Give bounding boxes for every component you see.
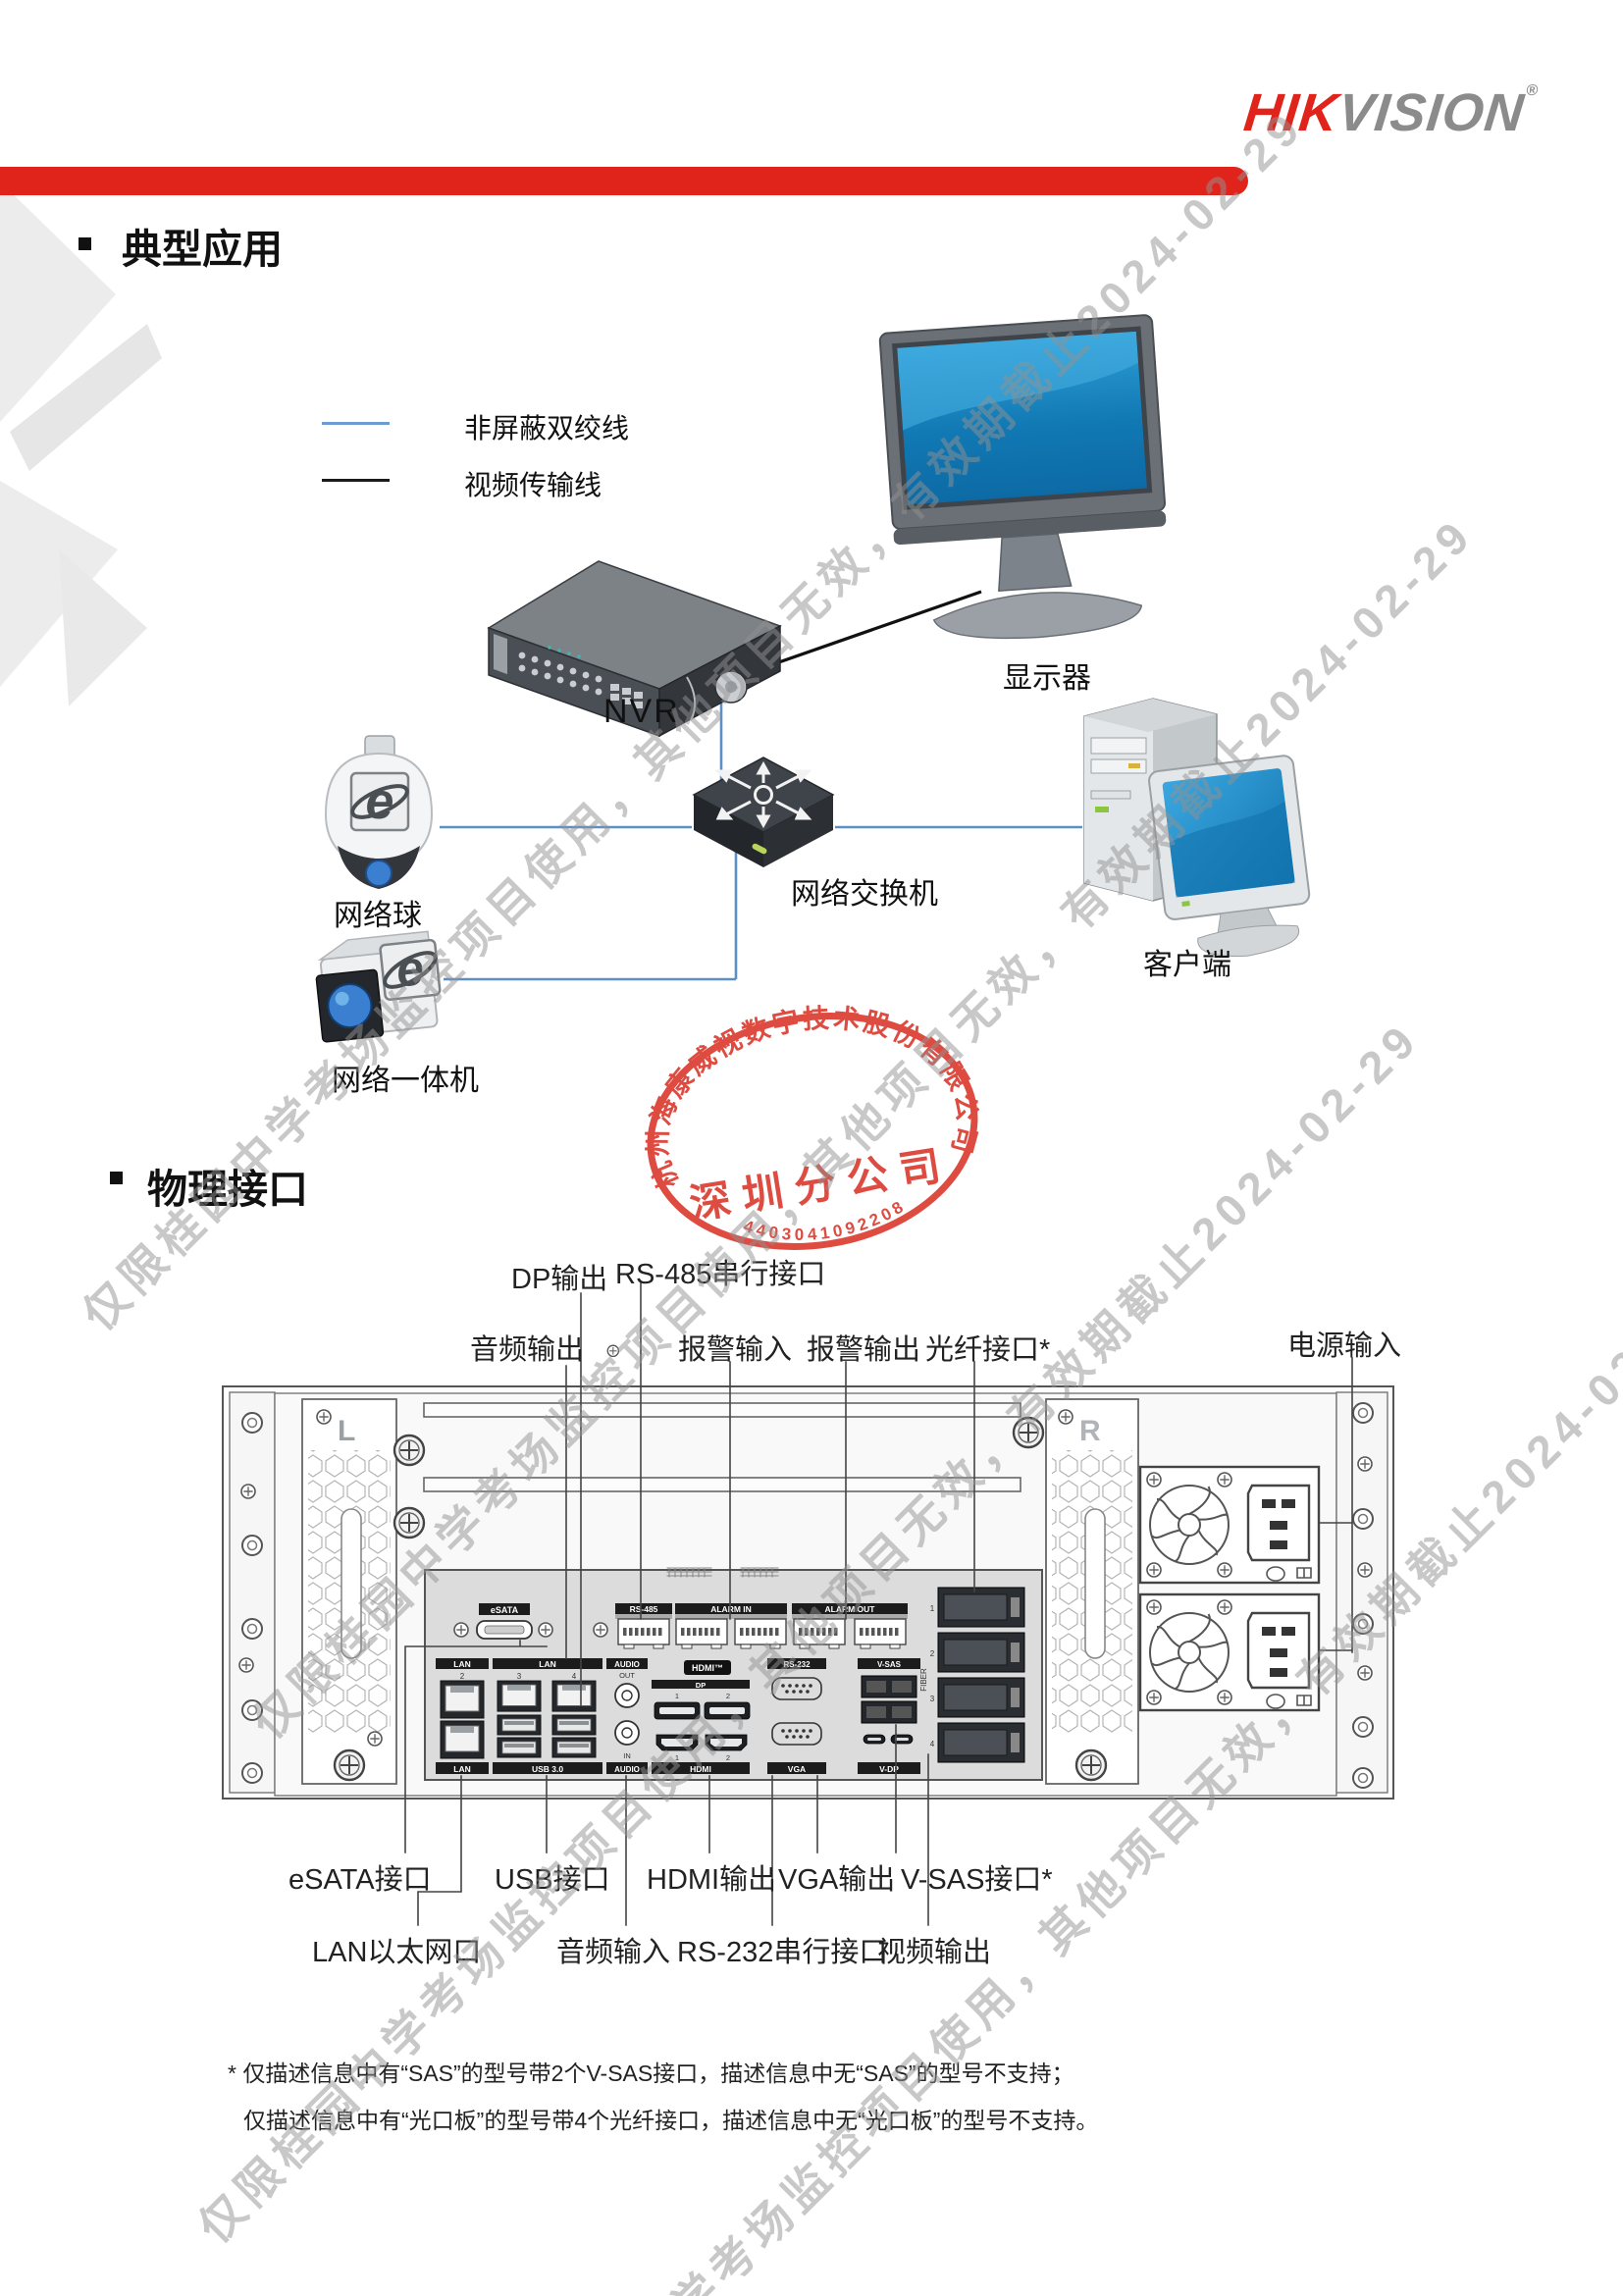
callout-rs232: RS-232串行接口 [677, 1937, 888, 1968]
client-label: 客户端 [1143, 949, 1231, 981]
audio-in-label: IN [623, 1751, 631, 1760]
psu-1 [1138, 1465, 1321, 1585]
legend-video-label: 视频传输线 [464, 470, 602, 500]
callout-power-in: 电源输入 [1287, 1331, 1402, 1362]
footnote-sas: * 仅描述信息中有“SAS”的型号带2个V-SAS接口，描述信息中无“SAS”的… [228, 2061, 1074, 2086]
callout-fiber: 光纤接口* [925, 1334, 1051, 1366]
alarm-in-label: ALARM IN [710, 1604, 752, 1614]
audio-top-label: AUDIO [614, 1660, 640, 1669]
callout-usb: USB接口 [495, 1864, 610, 1896]
callout-rs485: RS-485串行接口 [615, 1259, 826, 1290]
dome-camera-graphic: e [324, 735, 434, 889]
lan-port-number: 2 [460, 1672, 465, 1681]
audio-out-label: OUT [619, 1671, 635, 1680]
legend-video-line [322, 479, 390, 482]
hdmi2-number: 2 [726, 1753, 730, 1762]
dome-label: 网络球 [334, 900, 422, 932]
fiber4-number: 4 [930, 1740, 935, 1748]
callout-lines [404, 1282, 1353, 1926]
callout-vsas: V-SAS接口* [901, 1864, 1053, 1896]
red-accent-bar [0, 167, 1248, 195]
fiber2-number: 2 [930, 1649, 935, 1658]
dp2-number: 2 [726, 1692, 730, 1700]
section-bullet [79, 237, 91, 250]
callout-hdmi-out: HDMI输出 [647, 1864, 777, 1896]
lan3-number: 3 [517, 1672, 522, 1681]
audio-bottom-label: AUDIO [614, 1765, 640, 1774]
callout-audio-out: 音频输出 [470, 1334, 585, 1366]
fiber-label: FIBER [919, 1668, 928, 1692]
fiber1-number: 1 [930, 1604, 935, 1613]
rear-panel-drawing: eSATA RS-485 ALARM IN ALARM OUT LAN 2 [222, 1282, 1394, 1926]
alarm-out-label: ALARM OUT [825, 1604, 876, 1614]
dp-label: DP [696, 1681, 706, 1690]
rs232-label: RS-232 [783, 1660, 811, 1669]
hdmi-badge: HDMI™ [692, 1663, 723, 1673]
ie-logo-icon: e [366, 773, 394, 830]
monitor-graphic [878, 314, 1167, 640]
hdmi-label: HDMI [690, 1764, 711, 1774]
box-camera-graphic: e [315, 930, 442, 1043]
callout-alarm-in: 报警输入 [678, 1334, 793, 1366]
corner-motif-graphic [0, 182, 162, 706]
company-stamp: 杭州海康威视数字技术股份有限公司 深圳分公司 4403041092208 [623, 978, 989, 1255]
hikvision-logo: HIKVISION® [1241, 82, 1540, 143]
vdp-label: V-DP [879, 1764, 899, 1774]
section-title-typical: 典型应用 [122, 227, 283, 272]
logo-vision: VISION [1335, 83, 1528, 142]
lan34-label: LAN [539, 1659, 555, 1669]
boxcam-label: 网络一体机 [332, 1065, 479, 1097]
callout-esata: eSATA接口 [288, 1864, 432, 1896]
vsas-label: V-SAS [877, 1660, 902, 1669]
fiber3-number: 3 [930, 1695, 935, 1703]
callout-dp-out: DP输出 [511, 1264, 608, 1295]
rs485-label: RS-485 [630, 1604, 658, 1614]
section-bullet [110, 1172, 123, 1184]
section-title-physical: 物理接口 [147, 1167, 308, 1212]
lan-bottom-label: LAN [453, 1764, 470, 1774]
logo-hik: HIK [1240, 83, 1342, 142]
usb30-label: USB 3.0 [532, 1764, 563, 1774]
vga-label: VGA [788, 1764, 806, 1774]
callout-alarm-out: 报警输出 [807, 1334, 921, 1366]
nvr-graphic [487, 560, 782, 738]
left-panel-marker: L [338, 1415, 356, 1447]
dp1-number: 1 [675, 1692, 679, 1700]
switch-label: 网络交换机 [791, 878, 938, 911]
legend-utp-label: 非屏蔽双绞线 [464, 413, 630, 444]
client-pc-graphic [1083, 698, 1311, 957]
monitor-label: 显示器 [1003, 662, 1091, 695]
switch-graphic [692, 757, 835, 867]
psu-2 [1138, 1592, 1321, 1712]
lan-top-label: LAN [453, 1659, 470, 1669]
esata-port-label: eSATA [491, 1605, 519, 1615]
callout-video-out: 视频输出 [877, 1937, 992, 1968]
hdmi1-number: 1 [675, 1753, 679, 1762]
callout-lan: LAN以太网口 [312, 1937, 482, 1968]
ie-logo-icon: e [393, 940, 427, 998]
right-panel-marker: R [1079, 1415, 1101, 1447]
legend-utp-line [322, 422, 390, 425]
lan4-number: 4 [572, 1672, 577, 1681]
logo-registered-mark: ® [1525, 82, 1541, 99]
callout-vga-out: VGA输出 [778, 1864, 896, 1896]
callout-audio-in: 音频输入 [556, 1937, 671, 1968]
nvr-label: NVR [603, 693, 680, 730]
footnote-fiber: 仅描述信息中有“光口板”的型号带4个光纤接口，描述信息中无“光口板”的型号不支持… [243, 2108, 1099, 2133]
